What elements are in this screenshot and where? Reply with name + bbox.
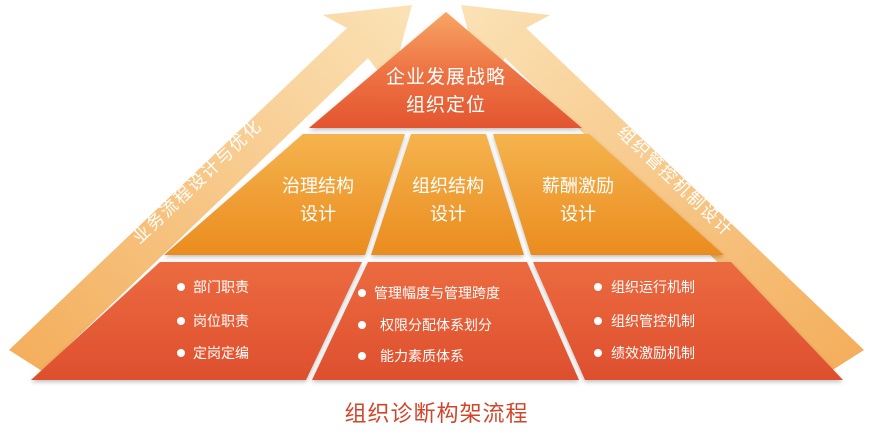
bullet-icon	[177, 317, 185, 325]
bullet-icon	[358, 321, 366, 329]
bottom-right-item-2: 组织管控机制	[611, 314, 695, 330]
left-arrow-shape	[9, 5, 412, 371]
pyramid-middle: 治理结构 设计 组织结构 设计 薪酬激励 设计	[164, 134, 724, 255]
middle-center-shape	[371, 134, 524, 255]
right-arrow-shape	[461, 5, 864, 371]
bottom-center-item-3: 能力素质体系	[380, 349, 464, 365]
middle-center-line1: 组织结构	[412, 176, 484, 197]
pyramid-top-line1: 企业发展战略	[386, 66, 506, 88]
bottom-left-shape	[31, 262, 362, 380]
bottom-center-item-2: 权限分配体系划分	[380, 318, 492, 334]
diagram-caption: 组织诊断构架流程	[344, 402, 529, 427]
bullet-icon	[594, 349, 602, 357]
bullet-icon	[594, 317, 602, 325]
bottom-right-item-3: 绩效激励机制	[611, 345, 695, 362]
middle-right-line2: 设计	[560, 204, 596, 225]
bottom-center-item-1: 管理幅度与管理跨度	[374, 286, 500, 302]
bottom-left-item-2: 岗位职责	[193, 314, 249, 330]
middle-right-line1: 薪酬激励	[542, 176, 614, 197]
bottom-left-item-1: 部门职责	[193, 280, 249, 296]
pyramid-top-shape	[309, 12, 582, 128]
middle-left-line2: 设计	[300, 204, 336, 225]
bullet-icon	[177, 349, 185, 357]
bottom-right-item-1: 组织运行机制	[611, 280, 695, 296]
bullet-icon	[177, 283, 185, 291]
bottom-center-shape	[312, 262, 579, 380]
bottom-right-shape	[533, 262, 843, 380]
pyramid-top: 企业发展战略 组织定位	[309, 12, 582, 128]
pyramid-top-line2: 组织定位	[406, 94, 486, 116]
pyramid-bottom: 部门职责 岗位职责 定岗定编 管理幅度与管理跨度 权限分配体系划分 能力素质体系…	[31, 262, 843, 380]
middle-left-line1: 治理结构	[282, 176, 354, 197]
bottom-left-item-3: 定岗定编	[193, 346, 249, 362]
bullet-icon	[358, 289, 366, 297]
middle-center-line2: 设计	[430, 204, 466, 225]
bullet-icon	[358, 352, 366, 360]
middle-right-shape	[493, 134, 724, 255]
middle-left-shape	[164, 134, 405, 255]
bullet-icon	[594, 283, 602, 291]
